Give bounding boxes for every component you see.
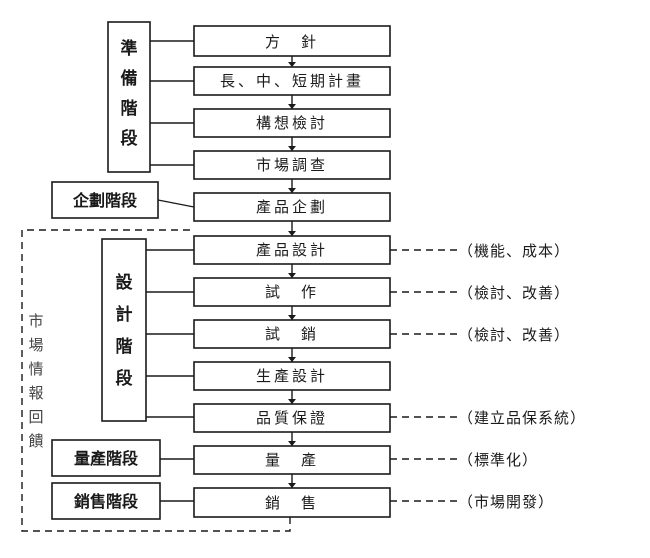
step-market-research: 市場調查 <box>193 150 391 180</box>
note-text: （檢討、改善） <box>458 284 570 302</box>
step-label: 市場調查 <box>256 156 328 174</box>
step-product-design: 產品設計 <box>193 235 391 265</box>
note-text: （市場開發） <box>458 493 554 511</box>
note-product-design: （機能、成本） <box>390 242 570 260</box>
step-label: 試 銷 <box>265 325 319 343</box>
note-text: （建立品保系統） <box>458 409 586 427</box>
stage-sales-label: 銷售階段 <box>74 492 139 511</box>
note-mass-production: （標準化） <box>390 451 538 469</box>
step-label: 試 作 <box>265 283 319 301</box>
step-trial-production: 試 作 <box>193 277 391 307</box>
stage-preparation-char: 段 <box>121 128 138 149</box>
feedback-char: 市 <box>28 312 43 330</box>
step-label: 產品設計 <box>256 241 328 259</box>
feedback-loop-line <box>21 229 291 532</box>
step-label: 構想檢討 <box>256 114 328 132</box>
step-label: 品質保證 <box>256 409 328 427</box>
step-label: 銷 售 <box>265 494 319 512</box>
note-text: （檢討、改善） <box>458 326 570 344</box>
step-label: 產品企劃 <box>256 198 328 216</box>
note-quality: （建立品保系統） <box>390 409 586 427</box>
stage-preparation: 準 備 階 段 <box>107 21 194 173</box>
step-quality-assurance: 品質保證 <box>193 403 391 433</box>
step-concept-review: 構想檢討 <box>193 108 391 138</box>
note-sales: （市場開發） <box>390 493 554 511</box>
step-long-mid-short-plan: 長、中、短期計畫 <box>193 66 391 96</box>
stage-sales: 銷售階段 <box>51 482 194 520</box>
stage-design-char: 計 <box>116 304 133 325</box>
feedback-label: 市 場 情 報 回 饋 <box>28 312 43 450</box>
stage-planning-label: 企劃階段 <box>72 191 138 210</box>
feedback-char: 饋 <box>28 432 43 450</box>
note-text: （機能、成本） <box>458 242 570 260</box>
feedback-char: 場 <box>28 336 43 354</box>
stage-design: 設 計 階 段 <box>101 238 194 422</box>
stage-production: 量產階段 <box>51 439 194 477</box>
stage-preparation-char: 準 <box>121 38 138 59</box>
feedback-char: 回 <box>28 408 43 426</box>
stage-planning: 企劃階段 <box>51 181 195 219</box>
step-label: 方 針 <box>265 33 319 51</box>
note-trial: （檢討、改善） <box>390 284 570 302</box>
step-test-sale: 試 銷 <box>193 319 391 349</box>
step-sales: 銷 售 <box>193 487 391 518</box>
feedback-char: 情 <box>28 360 43 378</box>
stage-design-char: 設 <box>116 272 134 293</box>
step-label: 長、中、短期計畫 <box>220 72 364 90</box>
step-label: 生產設計 <box>256 367 328 385</box>
step-方針: 方 針 <box>193 25 391 57</box>
stage-production-label: 量產階段 <box>74 449 139 468</box>
stage-preparation-char: 備 <box>121 68 138 89</box>
note-text: （標準化） <box>458 451 538 469</box>
stage-preparation-char: 階 <box>121 99 138 119</box>
step-production-design: 生產設計 <box>193 361 391 391</box>
step-label: 量 產 <box>265 451 319 469</box>
stage-design-char: 階 <box>116 337 133 357</box>
flow-spine <box>288 56 296 488</box>
stage-design-char: 段 <box>116 368 133 389</box>
note-test-sale: （檢討、改善） <box>390 326 570 344</box>
feedback-char: 報 <box>28 384 43 402</box>
step-product-planning: 產品企劃 <box>193 192 391 222</box>
step-mass-production: 量 產 <box>193 445 391 475</box>
